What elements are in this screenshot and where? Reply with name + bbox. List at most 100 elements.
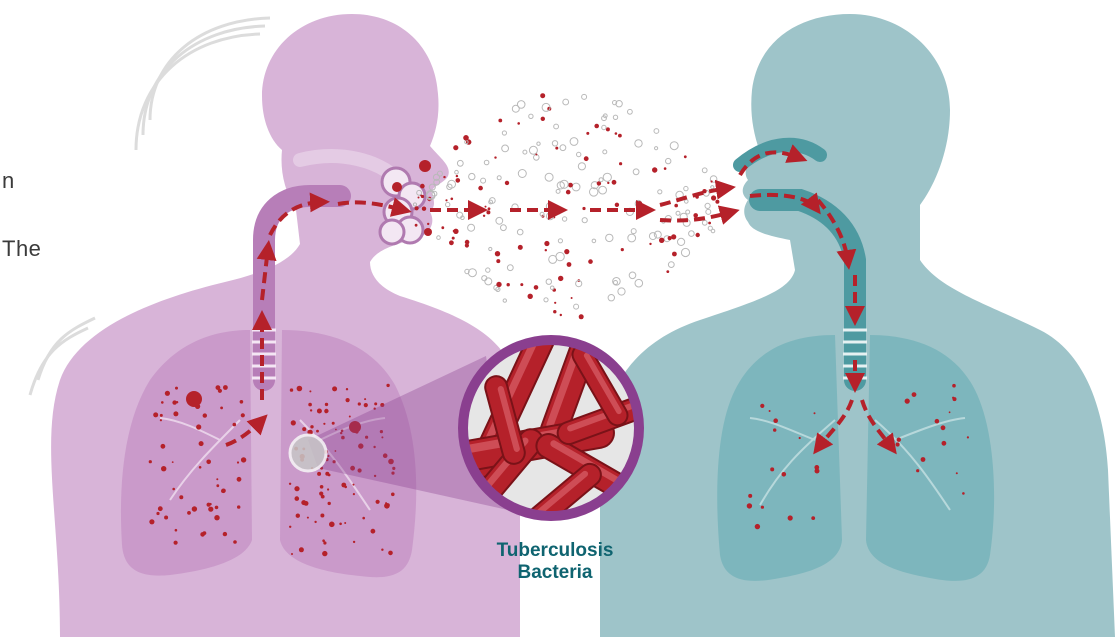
infection-spot [309, 390, 311, 392]
infection-spot [322, 551, 327, 556]
aerosol-droplet [418, 197, 420, 199]
aerosol-droplet [558, 276, 563, 281]
infection-spot [214, 515, 219, 520]
aerosol-droplet [628, 234, 636, 242]
aerosol-droplet [659, 238, 664, 243]
aerosol-droplet [507, 265, 513, 271]
infection-spot [317, 472, 321, 476]
infection-spot [344, 486, 347, 489]
aerosol-droplet [702, 168, 707, 173]
aerosol-droplet [689, 231, 695, 237]
aerosol-droplet [614, 281, 618, 285]
aerosol-droplet [671, 234, 676, 239]
aerosol-droplet [486, 210, 490, 214]
aerosol-droplet [603, 173, 611, 181]
infection-spot [200, 532, 205, 537]
infection-spot [223, 532, 227, 536]
infection-spot [233, 540, 237, 544]
aerosol-droplet [503, 299, 506, 302]
infection-spot [192, 506, 197, 511]
infection-spot [339, 523, 342, 526]
infection-nodule [186, 391, 202, 407]
aerosol-droplet [488, 207, 491, 210]
aerosol-droplet [558, 239, 562, 243]
infection-spot [320, 514, 324, 518]
infection-spot [388, 551, 393, 556]
aerosol-droplet [517, 229, 523, 235]
aerosol-droplet [633, 169, 639, 175]
infection-spot [314, 521, 316, 523]
aerosol-droplet [674, 204, 678, 208]
infection-spot [302, 427, 306, 431]
aerosol-droplet [612, 180, 617, 185]
aerosol-droplet [571, 297, 573, 299]
infection-spot [896, 442, 900, 446]
aerosol-droplet [422, 207, 426, 211]
infection-spot [208, 507, 213, 512]
infection-spot [297, 386, 303, 392]
infection-spot [199, 441, 204, 446]
infection-spot [291, 420, 296, 425]
aerosol-droplet [618, 134, 622, 138]
infection-spot [203, 413, 207, 417]
infection-spot [310, 425, 313, 428]
aerosol-droplet [523, 150, 527, 154]
aerosol-droplet [468, 224, 475, 231]
aerosol-droplet [652, 167, 657, 172]
aerosol-droplet [582, 94, 587, 99]
infection-spot [384, 503, 390, 509]
infection-spot [161, 444, 166, 449]
infection-spot [237, 505, 240, 508]
aerosol-droplet [711, 186, 714, 189]
aerosol-droplet [463, 135, 469, 141]
infection-spot [299, 547, 304, 552]
aerosol-droplet [563, 99, 569, 105]
aerosol-droplet [457, 212, 463, 218]
aerosol-droplet [452, 237, 455, 240]
infection-spot [782, 472, 787, 477]
infection-spot [376, 500, 380, 504]
aerosol-droplet [489, 247, 492, 250]
infection-spot [325, 403, 328, 406]
aerosol-droplet [578, 163, 585, 170]
infection-spot [175, 387, 178, 390]
infection-spot [364, 403, 368, 407]
infection-spot [172, 461, 174, 463]
infection-spot [967, 436, 969, 438]
infection-spot [323, 541, 326, 544]
infection-spot [153, 412, 158, 417]
bacteria-label-line-2: Bacteria [470, 562, 640, 584]
infection-spot [174, 541, 178, 545]
infection-spot [221, 489, 225, 493]
infection-spot [220, 407, 223, 410]
aerosol-droplet [420, 184, 425, 189]
aerosol-droplet [497, 176, 501, 180]
infection-spot [307, 517, 309, 519]
aerosol-droplet [485, 278, 492, 285]
aerosol-droplet [649, 233, 656, 240]
aerosol-droplet [684, 155, 687, 158]
aerosol-droplet [437, 236, 441, 240]
infection-spot [310, 409, 312, 411]
infection-spot [216, 478, 218, 480]
infection-spot [349, 416, 351, 418]
aerosol-droplet [419, 160, 431, 172]
healthy-person [600, 14, 1115, 637]
infection-spot [323, 423, 325, 425]
infection-spot [773, 418, 778, 423]
infection-spot [381, 549, 383, 551]
aerosol-droplet [628, 109, 633, 114]
infection-spot [329, 522, 335, 528]
aerosol-droplet [588, 259, 593, 264]
infection-spot [364, 398, 366, 400]
infection-spot [811, 516, 815, 520]
aerosol-droplet [708, 222, 711, 225]
infection-spot [346, 388, 348, 390]
infection-spot [770, 467, 774, 471]
aerosol-droplet [654, 231, 661, 238]
infection-spot [769, 410, 771, 412]
aerosol-droplet [615, 132, 618, 135]
aerosol-droplet [566, 190, 571, 195]
aerosol-droplet [498, 119, 502, 123]
aerosol-droplet [501, 225, 507, 231]
